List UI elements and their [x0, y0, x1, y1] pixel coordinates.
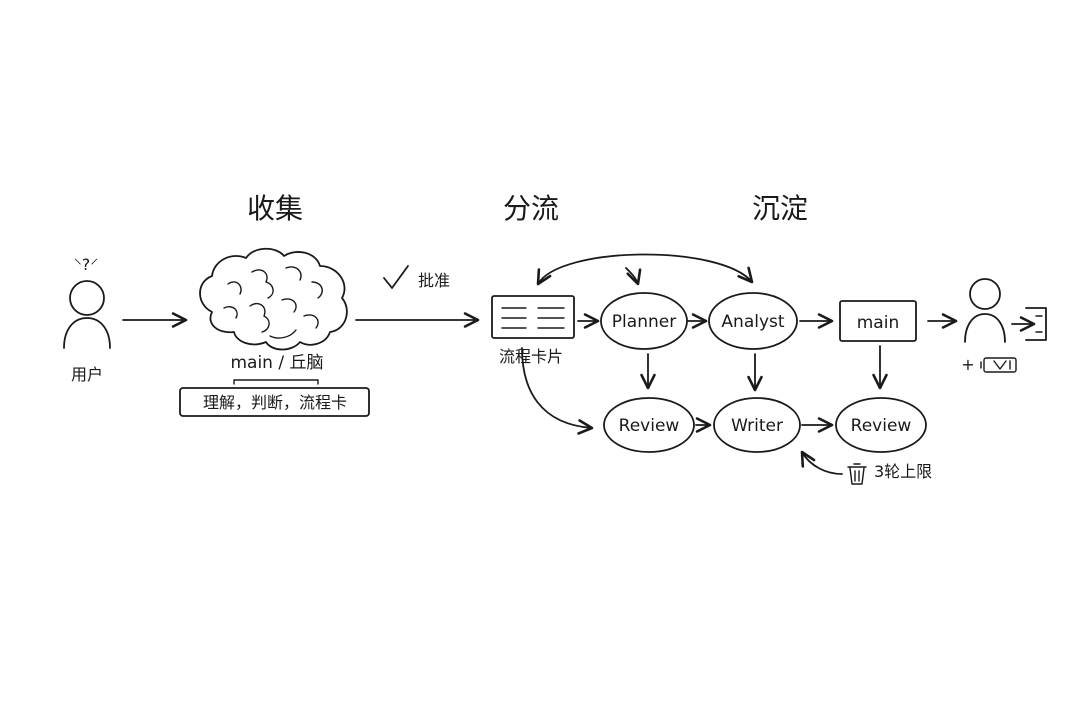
brain-icon: [199, 247, 348, 351]
brain-label: main / 丘脑: [230, 353, 323, 373]
approval-label: 批准: [418, 271, 450, 290]
card-icon: [491, 295, 575, 339]
arrow-arc-to-planner: [625, 267, 642, 286]
person-icon: [964, 278, 1006, 343]
battery-icon: [980, 357, 1017, 373]
main-node: [839, 300, 917, 342]
arrow-retry-loop: [800, 450, 843, 475]
writer-node: [713, 397, 801, 453]
planner-label: Planner: [612, 312, 676, 332]
analyst-label: Analyst: [721, 312, 784, 332]
arrow-card-to-review-left: [521, 347, 594, 435]
brain-tasks-box: [179, 387, 370, 417]
arrow-card-to-analyst-arc: [536, 253, 754, 286]
review-right-node: [835, 397, 927, 453]
review-left-node: [603, 397, 695, 453]
brain-tasks-label: 理解，判断，流程卡: [203, 393, 347, 412]
stage-route-title: 分流: [503, 192, 559, 225]
brain-bracket: [233, 379, 319, 385]
checkmark-icon: [383, 265, 409, 289]
trash-icon: [847, 463, 867, 485]
output-plus: +: [961, 355, 974, 374]
analyst-node: [708, 292, 798, 350]
main-label: main: [857, 313, 899, 333]
user-question-marks: ⸌?⸍: [74, 255, 99, 274]
stage-settle-title: 沉淀: [752, 192, 808, 225]
planner-node: [600, 292, 688, 350]
review-right-label: Review: [851, 416, 912, 436]
export-icon: [1011, 307, 1047, 341]
recipient-figure: +: [961, 278, 1047, 374]
person-icon: [63, 280, 111, 349]
user-figure: ⸌?⸍ 用户: [63, 255, 111, 384]
writer-label: Writer: [731, 416, 783, 436]
retry-limit-label: 3轮上限: [874, 462, 932, 481]
card-label: 流程卡片: [499, 347, 563, 366]
review-left-label: Review: [619, 416, 680, 436]
user-label: 用户: [71, 365, 103, 384]
stage-collect-title: 收集: [247, 192, 303, 225]
